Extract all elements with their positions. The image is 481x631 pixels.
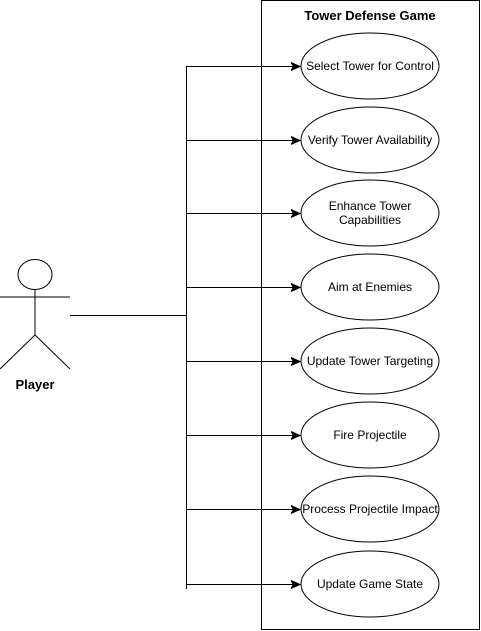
actor-left-leg <box>0 334 36 370</box>
use-case-label: Fire Projectile <box>333 428 407 442</box>
use-case-ellipse <box>300 401 440 469</box>
use-case: Aim at Enemies <box>186 253 440 321</box>
use-case-ellipse <box>300 179 440 247</box>
use-case-label: Enhance Tower <box>329 199 412 213</box>
use-case-label: Select Tower for Control <box>306 59 434 73</box>
actor-player: Player <box>0 259 71 392</box>
use-case: Update Tower Targeting <box>186 327 440 395</box>
actor-right-leg <box>34 334 71 370</box>
system-boundary <box>261 0 480 630</box>
use-case-label: Aim at Enemies <box>328 280 412 294</box>
use-case: Verify Tower Availability <box>186 106 440 174</box>
use-case-label: Update Tower Targeting <box>307 354 433 368</box>
actor-label: Player <box>15 377 54 392</box>
use-case-label: Verify Tower Availability <box>308 133 432 147</box>
use-case-label: Process Projectile Impact <box>302 502 438 516</box>
use-case-ellipse <box>300 550 440 618</box>
use-case: Update Game State <box>186 550 440 618</box>
use-case-ellipse <box>300 327 440 395</box>
system-title: Tower Defense Game <box>304 8 435 23</box>
use-case-label: Update Game State <box>317 577 423 591</box>
use-case: Select Tower for Control <box>186 32 440 100</box>
use-case-label: Capabilities <box>339 213 401 227</box>
use-case: Process Projectile Impact <box>186 475 440 543</box>
use-case: Fire Projectile <box>186 401 440 469</box>
use-case-ellipse <box>300 106 440 174</box>
actor-head <box>17 259 53 290</box>
use-case-ellipse <box>300 253 440 321</box>
use-case-ellipse <box>300 32 440 100</box>
use-case-ellipse <box>300 475 440 543</box>
